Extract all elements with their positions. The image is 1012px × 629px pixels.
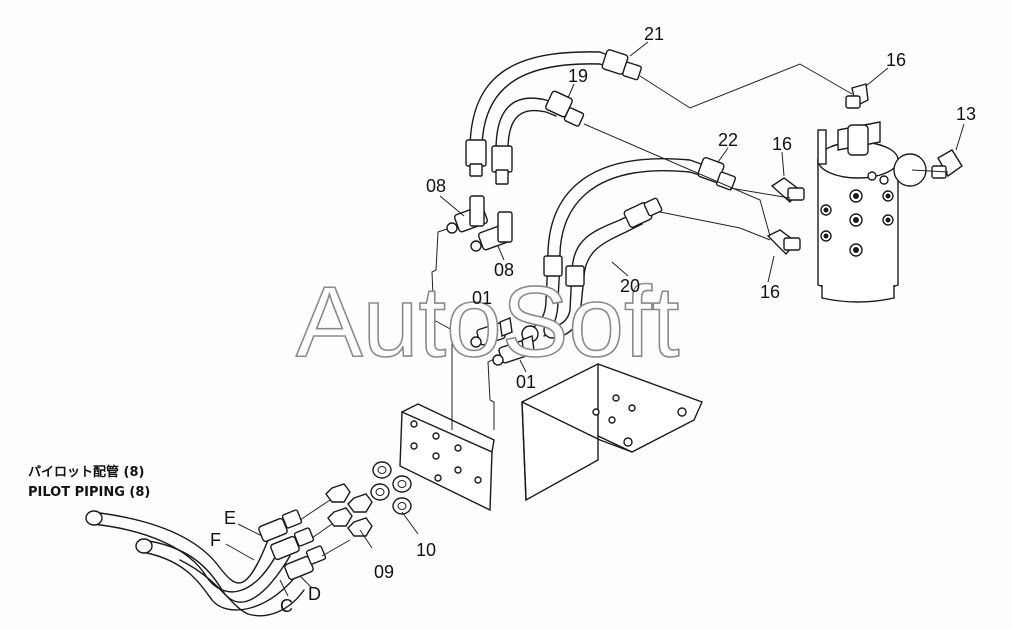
callout-08-lower: 08 [494,260,514,280]
pilot-piping-label-en: PILOT PIPING (8) [28,485,150,500]
callout-16-top: 16 [886,50,906,70]
callout-09: 09 [374,562,394,582]
elbow-fitting-16-mid [770,177,805,204]
callout-16-low: 16 [760,282,780,302]
mounting-bracket [399,363,703,512]
callout-16-mid: 16 [772,134,792,154]
pilot-piping-label-jp: パイロット配管 (8) [28,464,144,480]
hose-21 [465,49,642,177]
hose-20 [543,197,663,339]
swivel-joint [817,121,927,303]
callout-01-upper: 01 [472,288,492,308]
callout-19: 19 [568,66,588,86]
watermark-text: AutoSoft [296,266,680,378]
nuts-and-washers [325,461,419,549]
callout-01-lower: 01 [516,372,536,392]
callout-13: 13 [956,104,976,124]
tee-fitting-08-lower [470,211,513,252]
elbow-fitting-16-low [766,229,801,256]
callout-21: 21 [644,24,664,44]
callout-C: C [280,596,293,616]
leader-lines [225,41,965,597]
adapter-01-lower [492,335,535,366]
callout-F: F [210,530,221,550]
callout-22: 22 [718,130,738,150]
reference-lines [431,63,949,430]
elbow-fitting-13 [931,149,963,179]
callout-E: E [224,508,236,528]
elbow-fitting-16-top [845,83,869,109]
tee-fitting-08-upper [446,195,489,234]
hose-19 [491,90,585,185]
adapter-01-upper [470,317,513,348]
pilot-hoses [85,499,351,617]
callout-10: 10 [416,540,436,560]
callout-20: 20 [620,276,640,296]
callout-D: D [308,584,321,604]
callout-08-upper: 08 [426,176,446,196]
